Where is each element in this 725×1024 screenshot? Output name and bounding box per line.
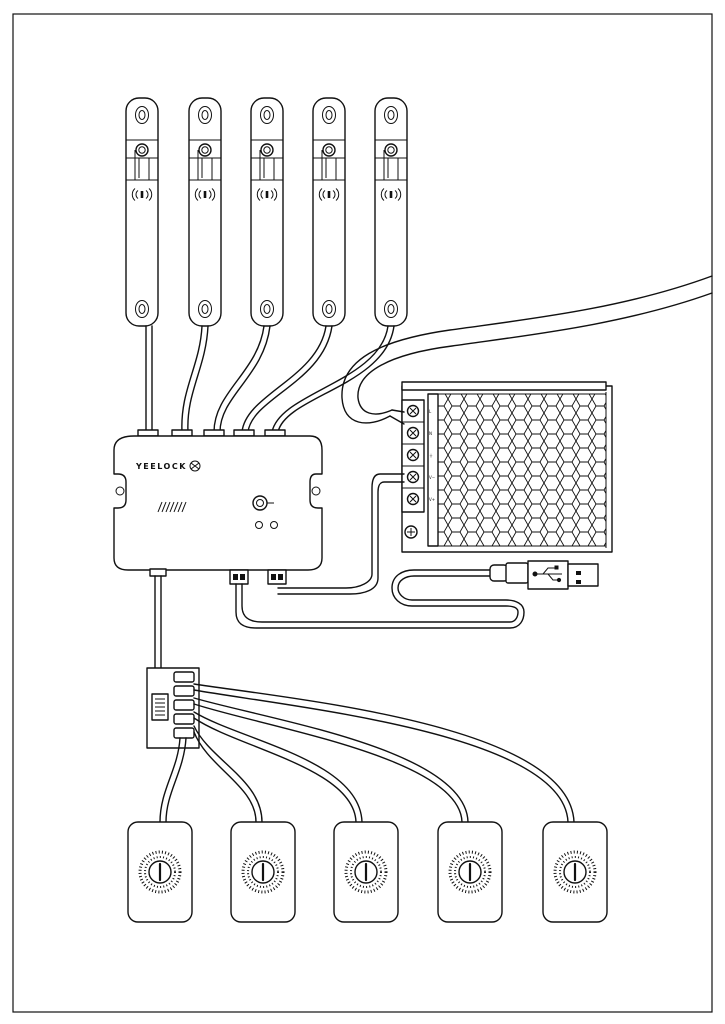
mains-cable (341, 275, 713, 424)
usb-icon (532, 565, 562, 583)
strike-lock-3 (250, 97, 284, 327)
power-switch-icon (252, 495, 274, 511)
status-led-2 (270, 521, 278, 529)
usb-plug (489, 560, 599, 590)
pad-cables (159, 683, 575, 823)
touch-pad-5 (541, 820, 609, 924)
terminal-screws (406, 404, 420, 506)
terminal-label-l: L (429, 409, 432, 414)
touch-pad-1 (126, 820, 194, 924)
status-led-1 (255, 521, 263, 529)
strike-lock-1 (125, 97, 159, 327)
terminal-label-ground: ⏚ (429, 452, 433, 458)
terminal-label-vminus: V− (429, 475, 435, 480)
vent-grille (157, 501, 187, 513)
page-border (12, 13, 713, 1013)
terminal-label-vplus: V+ (429, 497, 435, 502)
usb-cable (235, 569, 525, 629)
touch-pad-2 (229, 820, 297, 924)
dc-terminal-block-2 (267, 569, 287, 585)
terminal-label-n: N (429, 431, 432, 436)
controller: YEELOCK (113, 429, 323, 585)
adjust-screw-icon (404, 525, 418, 539)
cable-hub (146, 575, 200, 749)
supply-wires (277, 409, 405, 595)
strike-cables (145, 325, 395, 433)
dc-terminal-block-1 (229, 569, 249, 585)
strike-lock-4 (312, 97, 346, 327)
touch-pad-3 (332, 820, 400, 924)
strike-lock-5 (374, 97, 408, 327)
power-supply: L N ⏚ V− V+ (401, 381, 613, 553)
terminal-labels: L N ⏚ V− V+ (429, 409, 435, 502)
brand-mark-icon (189, 460, 201, 472)
brand-logo: YEELOCK (135, 462, 187, 471)
touch-pad-4 (436, 820, 504, 924)
strike-lock-2 (188, 97, 222, 327)
